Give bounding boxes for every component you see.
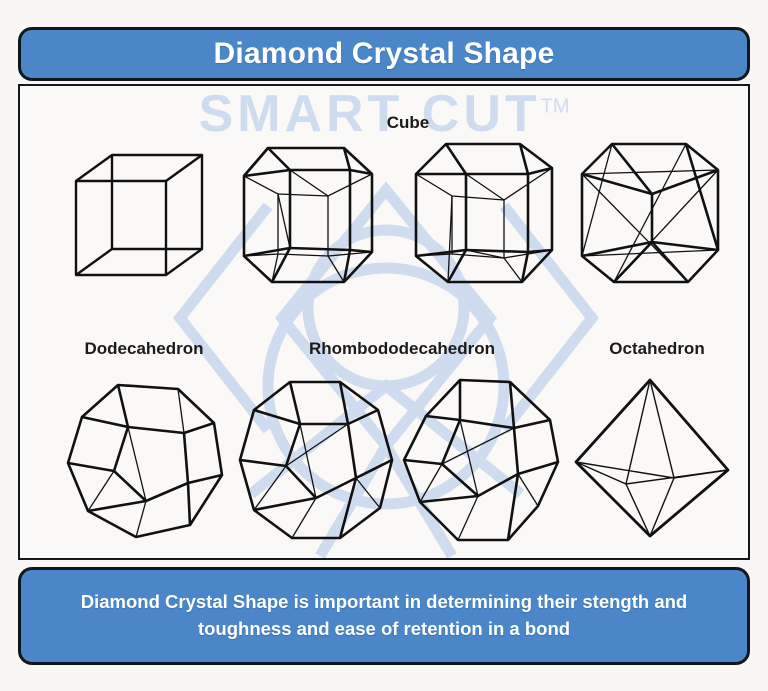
truncated-octahedron-wireframe-icon xyxy=(580,142,720,284)
shape-label-rhombododecahedron: Rhombododecahedron xyxy=(308,339,496,358)
shape-truncated-octahedron-a xyxy=(568,134,730,294)
rhombododecahedron-wireframe-icon xyxy=(238,380,394,540)
diagram-panel: SMART CUTTM Cube xyxy=(18,84,750,560)
truncated-cube-wireframe-icon xyxy=(242,146,374,284)
cuboctahedron-wireframe-icon xyxy=(414,142,554,284)
shape-rhombododecahedron-a xyxy=(234,374,400,546)
shape-cuboctahedron xyxy=(404,134,564,294)
shape-truncated-cube xyxy=(232,136,384,294)
header-banner: Diamond Crystal Shape xyxy=(18,27,750,81)
shape-octahedron xyxy=(570,374,734,542)
shape-label-dodecahedron: Dodecahedron xyxy=(84,339,204,358)
shape-rhombododecahedron-b xyxy=(398,374,566,546)
rhombododecahedron-b-wireframe-icon xyxy=(402,378,560,542)
cube-wireframe-icon xyxy=(74,153,204,277)
shape-label-octahedron: Octahedron xyxy=(609,339,705,358)
page-title: Diamond Crystal Shape xyxy=(213,37,555,70)
octahedron-wireframe-icon xyxy=(574,378,730,538)
shape-label-cube: Cube xyxy=(386,113,430,132)
shape-cube xyxy=(68,143,208,288)
shape-dodecahedron xyxy=(62,379,230,545)
shape-layer: Cube xyxy=(20,86,748,558)
footer-banner: Diamond Crystal Shape is important in de… xyxy=(18,567,750,665)
footer-caption: Diamond Crystal Shape is important in de… xyxy=(80,591,688,639)
dodecahedron-wireframe-icon xyxy=(66,383,224,539)
